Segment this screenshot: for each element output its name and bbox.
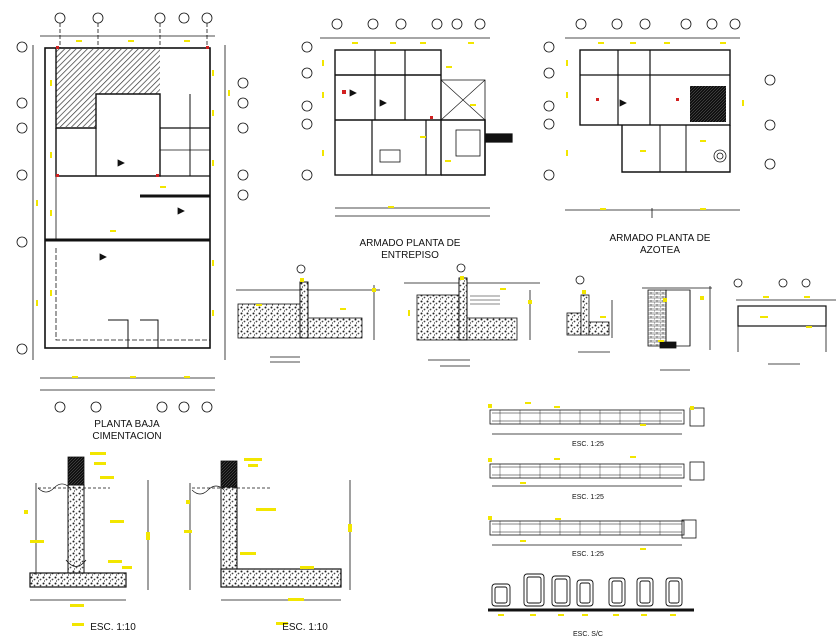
section-details-row xyxy=(236,263,836,371)
grid-bubbles-entrepiso xyxy=(301,18,486,181)
plan1-title-line1: PLANTA BAJA xyxy=(94,419,160,430)
plan2-annotations xyxy=(322,42,476,208)
grid-bubbles-azotea xyxy=(543,18,776,181)
columns-scale: ESC. S/C xyxy=(573,631,603,638)
section-detail-5 xyxy=(733,278,836,365)
grid-bubbles-top xyxy=(54,12,213,48)
column-sections xyxy=(488,573,694,612)
plan3-title-line2: AZOTEA xyxy=(640,245,680,256)
beam-detail-3 xyxy=(489,519,697,546)
beam1-scale: ESC. 1:25 xyxy=(572,441,604,448)
beam-annotations xyxy=(488,402,694,550)
footing-detail-1 xyxy=(29,456,149,601)
grid-bubbles-left xyxy=(16,41,28,355)
footing2-scale: ESC. 1:10 xyxy=(282,622,328,633)
section-detail-3 xyxy=(566,275,613,353)
section-detail-1 xyxy=(236,264,380,363)
beam2-scale: ESC. 1:25 xyxy=(572,494,604,501)
plan2-title-line2: ENTREPISO xyxy=(381,250,439,261)
section-detail-2 xyxy=(404,263,540,367)
plan3-accents xyxy=(596,98,679,101)
section-detail-4 xyxy=(642,286,712,371)
plan2-title-line1: ARMADO PLANTA DE xyxy=(360,238,461,249)
beam-detail-2 xyxy=(489,461,705,487)
beam-detail-1 xyxy=(489,407,705,435)
plan-entrepiso xyxy=(301,18,513,217)
beam3-scale: ESC. 1:25 xyxy=(572,551,604,558)
plan1-accents xyxy=(56,46,209,177)
plan3-annotations xyxy=(566,42,744,210)
footing2-annotations xyxy=(184,458,352,625)
footing-detail-2 xyxy=(189,460,351,601)
plan1-title-line2: CIMENTACION xyxy=(92,431,161,442)
footing1-scale: ESC. 1:10 xyxy=(90,622,136,633)
grid-bubbles-bottom xyxy=(54,401,213,413)
plan-azotea xyxy=(543,18,776,218)
plan3-title-line1: ARMADO PLANTA DE xyxy=(610,233,711,244)
plan1-annotations xyxy=(36,40,230,378)
plan2-accents xyxy=(342,90,433,119)
column-annotations xyxy=(498,614,676,616)
grid-bubbles-right xyxy=(237,77,249,201)
beam-details xyxy=(489,407,705,546)
plan-planta-baja xyxy=(16,12,249,413)
section-annotations xyxy=(256,276,812,342)
footing1-annotations xyxy=(24,452,150,626)
